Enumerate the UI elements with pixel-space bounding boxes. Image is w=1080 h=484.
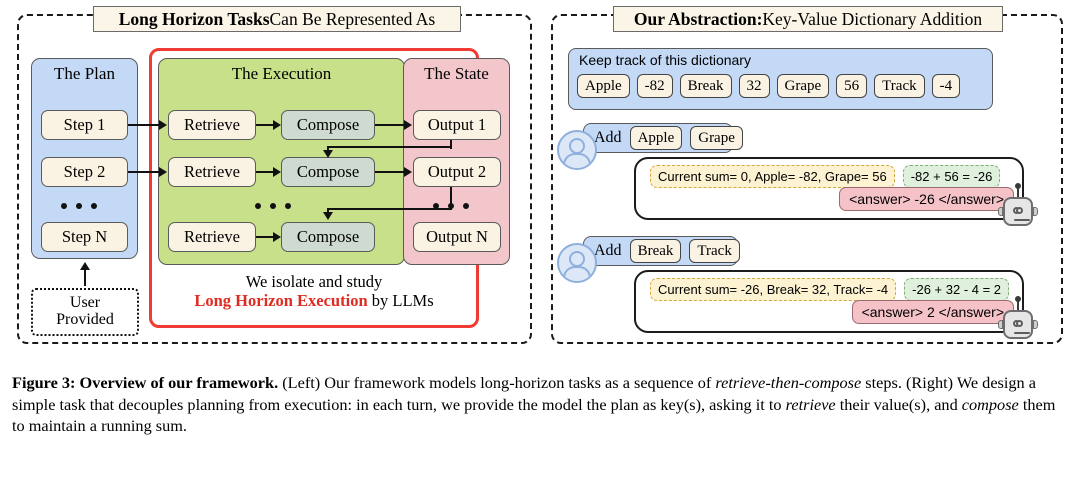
dict-key-break: Break (679, 74, 732, 99)
compose-step-turn-1: -82 + 56 = -26 (902, 165, 1001, 188)
arrow-retrieve1-compose1 (273, 120, 281, 130)
node-retrieve-1: Retrieve (168, 110, 256, 140)
feedback1-vert-down (327, 146, 330, 153)
robot-avatar-icon-turn-1 (998, 183, 1038, 230)
node-output-1: Output 1 (413, 110, 501, 140)
answer-turn-2: <answer> 2 </answer> (851, 300, 1014, 324)
left-panel-title-bold: Long Horizon Tasks (118, 8, 270, 29)
feedback1-horizontal (327, 146, 452, 149)
feedback2-horizontal (327, 208, 452, 211)
dict-value-grape: 56 (836, 74, 868, 99)
retrieve-step-turn-2: Current sum= -26, Break= 32, Track= -4 (650, 278, 897, 301)
column-heading-state: The State (424, 64, 489, 83)
figure-caption: Figure 3: Overview of our framework. (Le… (12, 372, 1068, 437)
user-provided-line2: Provided (56, 311, 114, 328)
isolate-note: We isolate and study Long Horizon Execut… (160, 272, 468, 311)
connector-retrieven-composen (256, 236, 274, 239)
user-provided-line1: User (69, 294, 101, 312)
answer-turn-1: <answer> -26 </answer> (839, 187, 1014, 211)
caption-part2: steps. (Right) We design a simple task t… (12, 373, 1036, 414)
arrow-userprovided-plan (80, 262, 90, 270)
dict-key-apple: Apple (577, 74, 630, 99)
user-key-turn-2-track: Track (689, 238, 740, 264)
caption-part1: (Left) Our framework models long-horizon… (278, 373, 716, 392)
user-key-turn-1-grape: Grape (690, 125, 743, 151)
connector-retrieve2-compose2 (256, 171, 274, 174)
node-compose-2: Compose (281, 157, 375, 187)
dict-value-track: -4 (931, 74, 961, 99)
isolate-note-emphasis: Long Horizon Execution (194, 291, 368, 311)
node-compose-n: Compose (281, 222, 375, 252)
assistant-reasoning-turn-1: Current sum= 0, Apple= -82, Grape= 56 -8… (650, 165, 1001, 188)
connector-step1-retrieve1 (128, 124, 160, 127)
arrow-retrieven-composen (273, 232, 281, 242)
dict-key-track: Track (874, 74, 925, 99)
node-step-n: Step N (41, 222, 128, 252)
column-heading-execution: The Execution (231, 64, 332, 83)
node-compose-1: Compose (281, 110, 375, 140)
arrow-step1-retrieve1 (159, 120, 167, 130)
arrow-feedback1-compose2 (323, 150, 333, 158)
user-key-turn-2-break: Break (629, 238, 682, 264)
arrow-compose2-output2 (404, 167, 412, 177)
user-avatar-icon-2 (557, 243, 597, 283)
user-message-turn-2: Add Break Track (583, 236, 740, 266)
node-step-2: Step 2 (41, 157, 128, 187)
left-panel-title: Long Horizon Tasks Can Be Represented As (93, 6, 461, 32)
feedback1-vert-up (450, 140, 453, 149)
connector-compose2-output2 (375, 171, 405, 174)
left-panel-title-rest: Can Be Represented As (269, 8, 436, 29)
dict-key-grape: Grape (776, 74, 830, 99)
dictionary-chip-list: Apple -82 Break 32 Grape 56 Track -4 (577, 74, 961, 99)
isolate-note-suffix: by LLMs (367, 291, 434, 311)
dict-value-apple: -82 (636, 74, 673, 99)
caption-part4: them to maintain a running sum. (12, 394, 1056, 436)
connector-step2-retrieve2 (128, 171, 160, 174)
feedback2-vert-up (450, 187, 453, 210)
node-output-2: Output 2 (413, 157, 501, 187)
assistant-reasoning-turn-2: Current sum= -26, Break= 32, Track= -4 -… (650, 278, 1010, 301)
figure-diagram: Long Horizon Tasks Can Be Represented As… (17, 6, 1063, 344)
caption-italic2: retrieve (785, 394, 836, 414)
ellipsis-execution (255, 203, 291, 209)
caption-part3: their value(s), and (835, 394, 962, 414)
user-provided-box: User Provided (31, 288, 139, 336)
user-verb-turn-2: Add (594, 242, 622, 259)
arrow-compose1-output1 (404, 120, 412, 130)
node-retrieve-2: Retrieve (168, 157, 256, 187)
robot-avatar-icon-turn-2 (998, 296, 1038, 343)
connector-compose1-output1 (375, 124, 405, 127)
caption-italic3: compose (961, 394, 1019, 414)
connector-retrieve1-compose1 (256, 124, 274, 127)
compose-step-turn-2: -26 + 32 - 4 = 2 (904, 278, 1010, 301)
column-heading-plan: The Plan (54, 64, 115, 83)
node-retrieve-n: Retrieve (168, 222, 256, 252)
arrow-feedback2-composen (323, 212, 333, 220)
user-verb-turn-1: Add (594, 129, 622, 146)
ellipsis-plan (61, 203, 97, 209)
assistant-message-turn-2: Current sum= -26, Break= 32, Track= -4 -… (634, 270, 1024, 333)
arrow-retrieve2-compose2 (273, 167, 281, 177)
node-step-1: Step 1 (41, 110, 128, 140)
user-message-turn-1: Add Apple Grape (583, 123, 743, 153)
right-panel-title-bold: Our Abstraction: (633, 8, 763, 29)
dictionary-label: Keep track of this dictionary (579, 52, 751, 68)
node-output-n: Output N (413, 222, 501, 252)
arrow-step2-retrieve2 (159, 167, 167, 177)
retrieve-step-turn-1: Current sum= 0, Apple= -82, Grape= 56 (650, 165, 895, 188)
dict-value-break: 32 (738, 74, 770, 99)
assistant-message-turn-1: Current sum= 0, Apple= -82, Grape= 56 -8… (634, 157, 1024, 220)
right-panel-title: Our Abstraction: Key-Value Dictionary Ad… (613, 6, 1003, 32)
isolate-note-line1: We isolate and study (245, 272, 383, 291)
right-panel-title-rest: Key-Value Dictionary Addition (762, 8, 983, 29)
connector-userprovided-plan (84, 266, 87, 286)
user-avatar-icon (557, 130, 597, 170)
dictionary-prompt-bubble: Keep track of this dictionary Apple -82 … (568, 48, 993, 110)
user-key-turn-1-apple: Apple (629, 125, 683, 151)
caption-italic1: retrieve-then-compose (715, 373, 862, 392)
caption-label: Figure 3: Overview of our framework. (12, 373, 279, 392)
feedback2-vert-down (327, 208, 330, 215)
